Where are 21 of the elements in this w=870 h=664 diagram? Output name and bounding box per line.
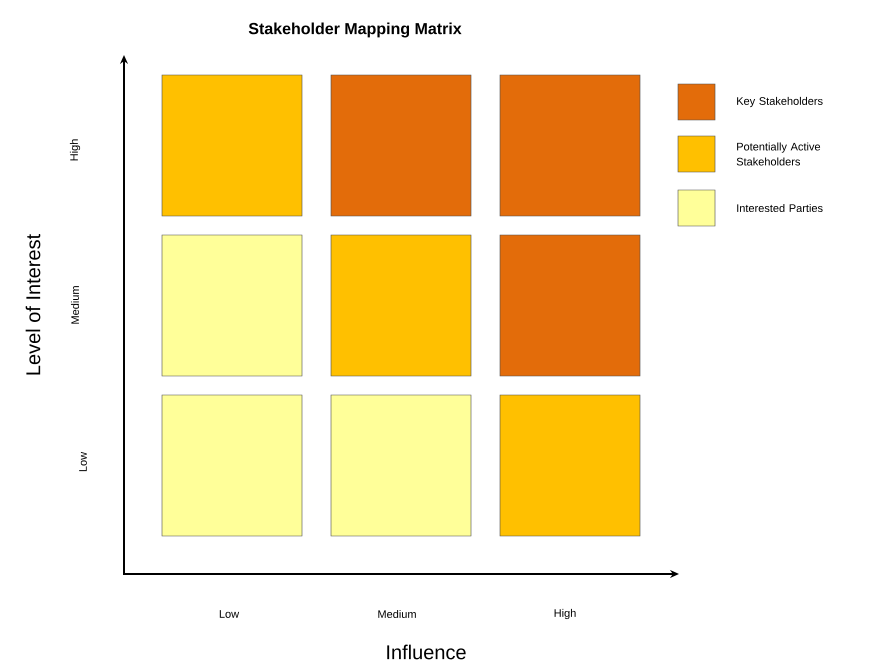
matrix-cell bbox=[162, 234, 302, 376]
axis-tick-label: High bbox=[554, 608, 576, 620]
title: Stakeholder Mapping Matrix bbox=[248, 22, 462, 38]
axis-tick-label: Medium bbox=[378, 610, 416, 618]
axis-tick-label: Low bbox=[79, 452, 87, 472]
matrix-cell bbox=[162, 394, 302, 536]
axis-tick-label: Medium bbox=[70, 286, 80, 324]
axis-tick-label: Low bbox=[220, 610, 240, 618]
legend-label: Key Stakeholders bbox=[737, 96, 823, 108]
axis-title: Level of Interest bbox=[26, 234, 40, 374]
matrix-cell bbox=[330, 74, 472, 216]
legend-label: Potentially Active Stakeholders bbox=[736, 142, 820, 166]
axis-tick-label: High bbox=[70, 139, 80, 160]
matrix-cell bbox=[500, 394, 640, 536]
legend-label: Interested Parties bbox=[737, 204, 823, 212]
matrix-cell bbox=[500, 234, 640, 376]
matrix-cell bbox=[162, 74, 302, 216]
matrix-cell bbox=[500, 74, 640, 216]
matrix-cell bbox=[330, 234, 472, 376]
matrix-cell bbox=[330, 394, 472, 536]
axis-title: Influence bbox=[387, 644, 466, 660]
